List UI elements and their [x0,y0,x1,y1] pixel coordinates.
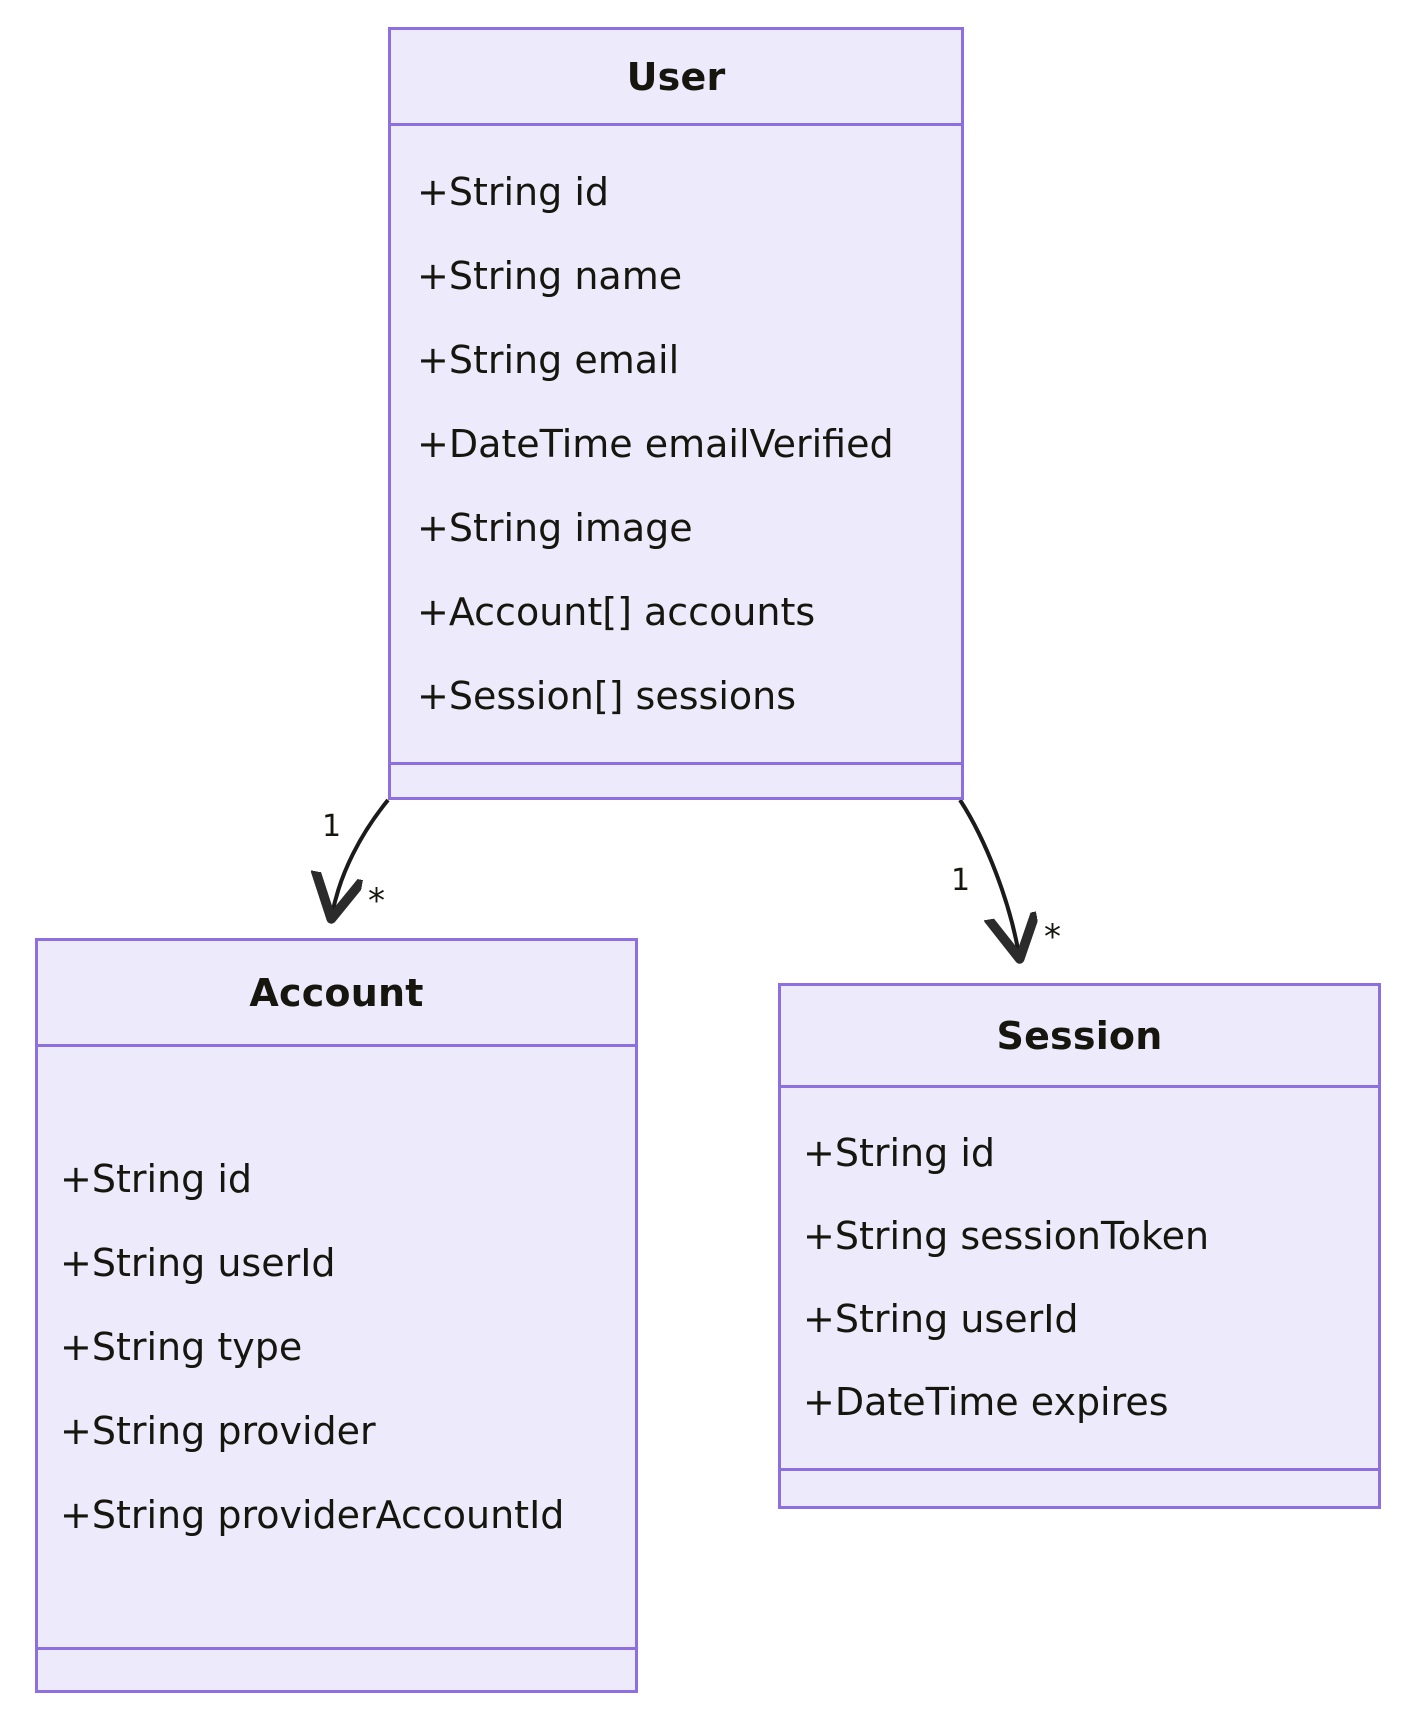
attribute-row: +String providerAccountId [60,1493,565,1537]
attribute-row: +Account[] accounts [417,590,816,635]
edge-label-user-account-target: * [368,881,385,921]
class-box-account[interactable]: Account +String id +String userId +Strin… [35,938,638,1693]
attribute-row: +String provider [60,1409,376,1453]
attribute-row: +String id [417,170,610,215]
attribute-row: +String name [417,254,683,299]
class-box-session[interactable]: Session +String id +String sessionToken … [778,983,1381,1509]
attribute-row: +String userId [60,1241,336,1285]
attribute-row: +String id [60,1157,253,1201]
class-title-user: User [391,30,961,127]
attribute-row: +String userId [803,1297,1079,1342]
class-attributes-user: +String id +String name +String email +D… [391,126,961,766]
attribute-row: +Session[] sessions [417,674,797,719]
attribute-row: +String image [417,506,693,551]
edge-label-user-session-source: 1 [951,863,971,898]
attribute-row: +String email [417,338,680,383]
attribute-row: +String sessionToken [803,1214,1210,1259]
class-attributes-account: +String id +String userId +String type +… [38,1047,635,1650]
attribute-row: +DateTime expires [803,1380,1169,1425]
class-title-session: Session [781,986,1378,1089]
class-box-user[interactable]: User +String id +String name +String ema… [388,27,964,800]
edge-label-user-account-source: 1 [322,809,342,844]
attribute-row: +String id [803,1131,996,1176]
class-methods-user [391,765,961,797]
class-methods-account [38,1650,635,1690]
class-title-account: Account [38,941,635,1047]
class-attributes-session: +String id +String sessionToken +String … [781,1088,1378,1472]
attribute-row: +String type [60,1325,303,1369]
attribute-row: +DateTime emailVerified [417,422,894,467]
class-methods-session [781,1471,1378,1506]
edge-label-user-session-target: * [1044,917,1061,957]
